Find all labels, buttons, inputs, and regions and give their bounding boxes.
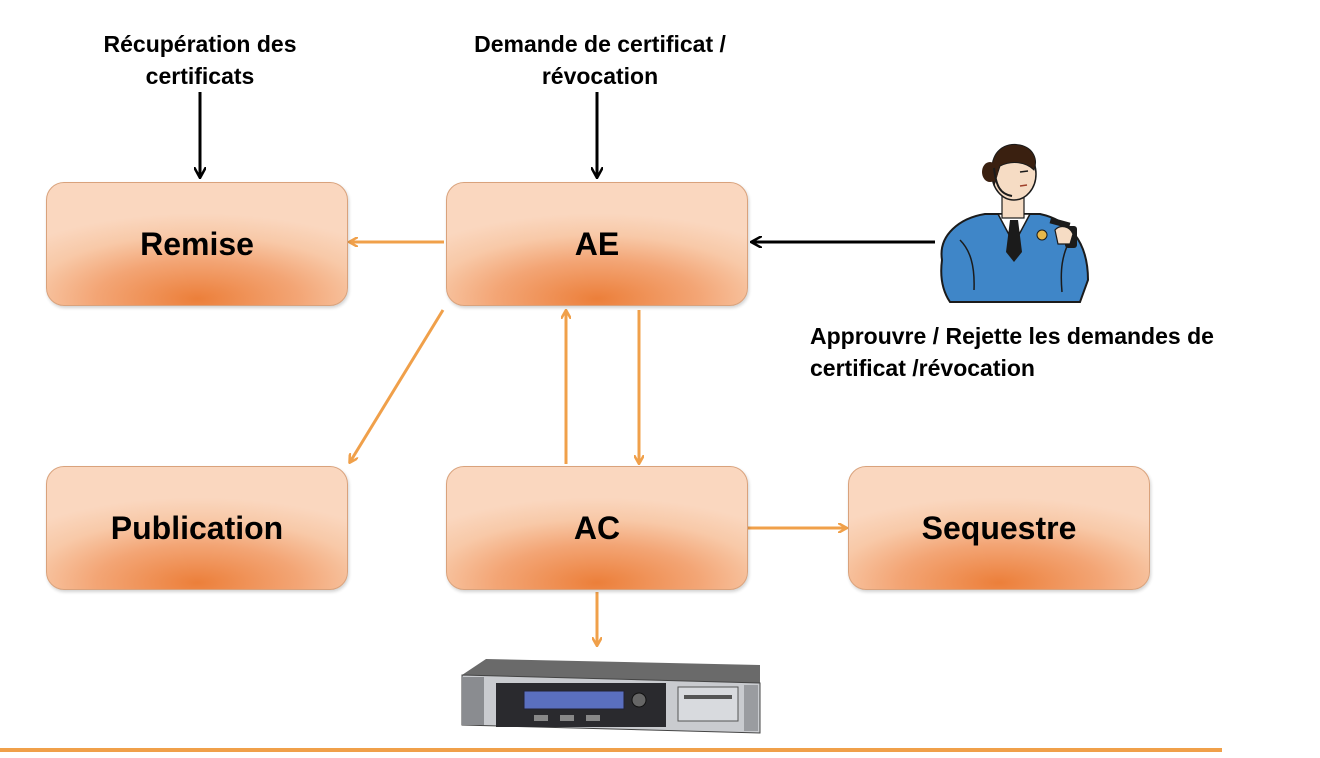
node-publication: Publication [46, 466, 348, 590]
node-sequestre-label: Sequestre [921, 509, 1077, 546]
node-ae: AE [446, 182, 748, 306]
node-ae-label: AE [574, 225, 620, 262]
caption-recuperation: Récupération des certificats [103, 31, 297, 89]
node-remise: Remise [46, 182, 348, 306]
rack-server-icon [461, 659, 761, 734]
node-sequestre: Sequestre [848, 466, 1150, 590]
caption-approuve-line1: Approuvre / Rejette les demandes de [810, 323, 1214, 349]
node-remise-label: Remise [140, 225, 254, 262]
caption-approuve-line2: certificat /révocation [810, 355, 1035, 381]
caption-approuve: Approuvre / Rejette les demandes de cert… [810, 320, 1320, 384]
caption-demande: Demande de certificat / révocation [474, 31, 726, 89]
officer-illustration-icon [940, 143, 1090, 303]
node-ac: AC [446, 466, 748, 590]
arrow-ae-to-publication [350, 309, 445, 462]
node-ac-label: AC [573, 509, 621, 546]
footer-divider [0, 748, 1222, 752]
node-publication-label: Publication [110, 509, 284, 546]
